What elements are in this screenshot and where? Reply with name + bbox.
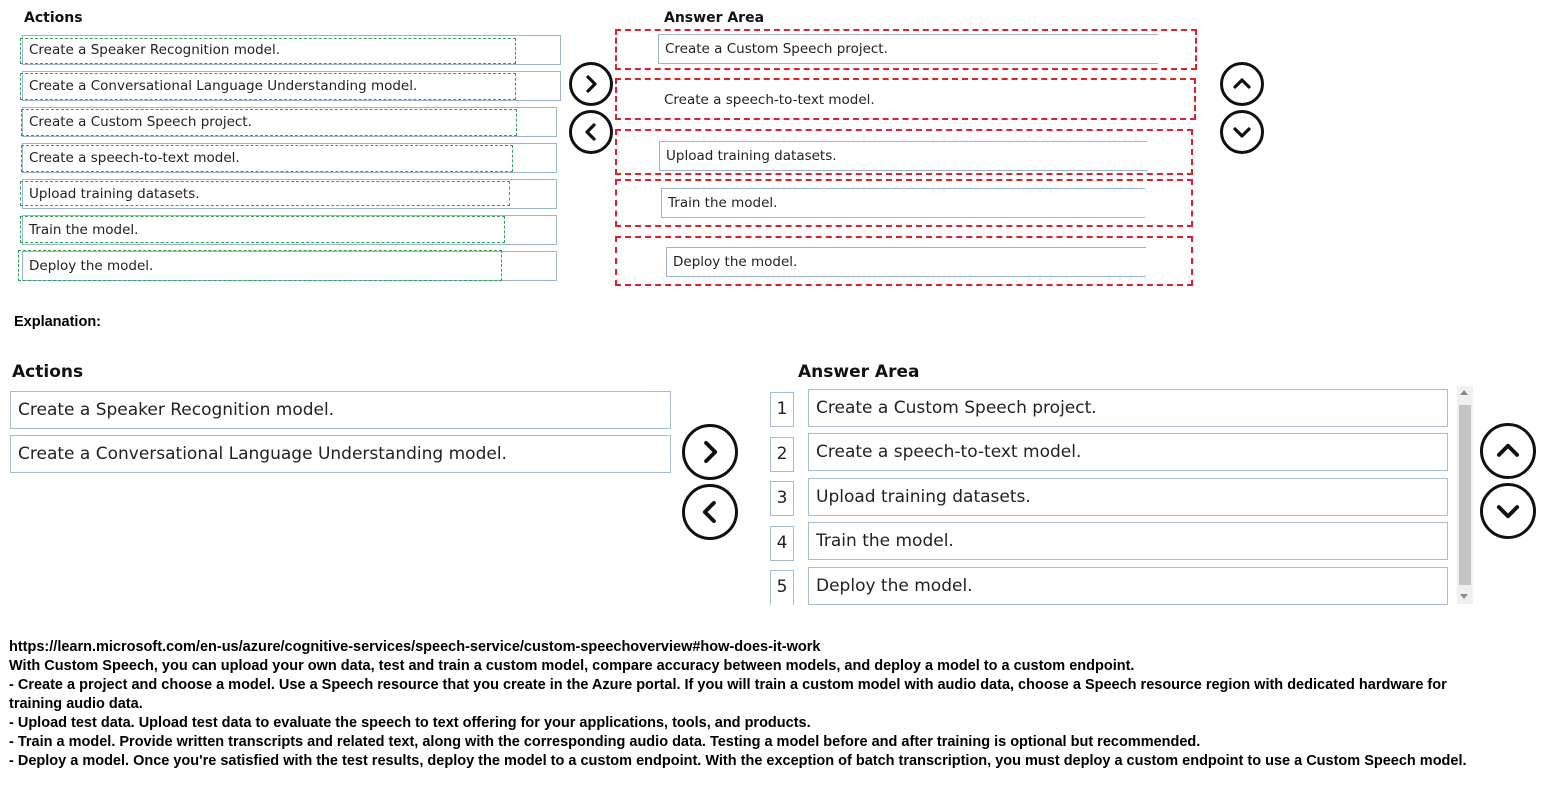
action-item[interactable]: Create a Custom Speech project.	[22, 107, 557, 137]
reference-url: https://learn.microsoft.com/en-us/azure/…	[9, 639, 821, 655]
move-right-button[interactable]	[682, 424, 738, 480]
explanation-bullet: - Upload test data. Upload test data to …	[9, 715, 811, 731]
actions-title: Actions	[24, 10, 83, 26]
answer-item[interactable]: Create a Custom Speech project.	[808, 389, 1448, 427]
explanation-bullet: - Create a project and choose a model. U…	[9, 677, 1447, 712]
answer-area-title: Answer Area	[798, 362, 920, 382]
step-number: 4	[770, 526, 794, 561]
action-item[interactable]: Create a Speaker Recognition model.	[10, 391, 671, 429]
explanation-bullet: - Deploy a model. Once you're satisfied …	[9, 753, 1467, 769]
move-left-icon	[585, 123, 596, 141]
answer-item[interactable]: Deploy the model.	[808, 567, 1448, 605]
answer-item[interactable]: Train the model.	[661, 188, 1145, 218]
scrollbar-thumb[interactable]	[1459, 405, 1471, 585]
intro-paragraph: With Custom Speech, you can upload your …	[9, 658, 1135, 674]
answer-item[interactable]: Train the model.	[808, 522, 1448, 560]
answer-item[interactable]: Create a speech-to-text model.	[658, 86, 1158, 116]
move-left-button[interactable]	[569, 110, 613, 154]
explanation-text: https://learn.microsoft.com/en-us/azure/…	[9, 638, 1529, 771]
move-down-button[interactable]	[1220, 110, 1264, 154]
step-number: 1	[770, 392, 794, 427]
move-down-icon	[1233, 127, 1251, 138]
answer-item[interactable]: Upload training datasets.	[659, 141, 1147, 171]
answer-item[interactable]: Upload training datasets.	[808, 478, 1448, 516]
action-item[interactable]: Create a speech-to-text model.	[22, 143, 557, 173]
move-up-button[interactable]	[1480, 423, 1536, 479]
move-right-icon	[704, 440, 718, 464]
move-up-icon	[1496, 443, 1520, 457]
move-left-icon	[702, 500, 716, 524]
action-item[interactable]: Train the model.	[22, 215, 557, 245]
move-up-button[interactable]	[1220, 62, 1264, 106]
action-item[interactable]: Deploy the model.	[22, 251, 557, 281]
action-item[interactable]: Create a Conversational Language Underst…	[22, 71, 561, 101]
move-down-button[interactable]	[1480, 483, 1536, 539]
answer-area-title: Answer Area	[664, 10, 765, 26]
scroll-up-arrow-icon[interactable]	[1460, 390, 1468, 395]
move-down-icon	[1496, 505, 1520, 519]
move-right-button[interactable]	[569, 62, 613, 106]
answer-item[interactable]: Create a speech-to-text model.	[808, 433, 1448, 471]
answer-item[interactable]: Deploy the model.	[666, 247, 1146, 277]
explanation-bullet: - Train a model. Provide written transcr…	[9, 734, 1201, 750]
step-number: 5	[770, 570, 794, 605]
move-right-icon	[586, 75, 597, 93]
action-item[interactable]: Create a Conversational Language Underst…	[10, 435, 671, 473]
step-number: 2	[770, 437, 794, 472]
action-item[interactable]: Upload training datasets.	[22, 179, 557, 209]
scroll-down-arrow-icon[interactable]	[1460, 594, 1468, 599]
move-up-icon	[1233, 78, 1251, 89]
action-item[interactable]: Create a Speaker Recognition model.	[22, 35, 561, 65]
actions-title: Actions	[12, 362, 84, 382]
answer-item[interactable]: Create a Custom Speech project.	[658, 34, 1158, 64]
explanation-label: Explanation:	[14, 314, 102, 330]
move-left-button[interactable]	[682, 484, 738, 540]
step-number: 3	[770, 481, 794, 516]
